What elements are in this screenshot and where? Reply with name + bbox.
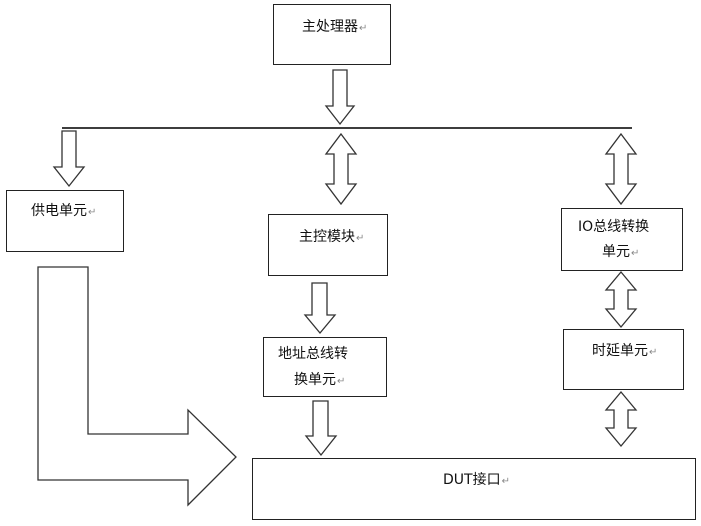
paragraph-mark: ↵ — [88, 207, 97, 218]
paragraph-mark: ↵ — [501, 476, 510, 487]
dut-interface-label: DUT接口 — [443, 472, 501, 488]
arrow-bus-to-power-unit — [52, 130, 86, 188]
main-processor-label: 主处理器 — [302, 19, 358, 35]
main-control-box: 主控模块↵ — [268, 214, 388, 276]
main-control-label: 主控模块 — [299, 229, 355, 245]
io-bus-unit-label-line2: 单元 — [602, 244, 630, 260]
arrow-power-to-dut — [37, 266, 237, 507]
address-bus-unit-label-line2: 换单元 — [294, 372, 336, 388]
paragraph-mark: ↵ — [649, 347, 658, 358]
arrow-address-to-dut — [304, 400, 338, 457]
address-bus-unit-label-line1: 地址总线转 — [278, 346, 348, 362]
address-bus-unit-box: 地址总线转 换单元↵ — [263, 337, 387, 397]
paragraph-mark: ↵ — [356, 233, 365, 244]
arrow-io-bus-delay-unit — [604, 270, 638, 329]
dut-interface-box: DUT接口↵ — [252, 458, 696, 520]
main-processor-box: 主处理器↵ — [273, 4, 391, 65]
io-bus-unit-box: IO总线转换 单元↵ — [561, 208, 683, 271]
paragraph-mark: ↵ — [631, 248, 640, 259]
paragraph-mark: ↵ — [359, 23, 368, 34]
arrow-delay-unit-dut — [604, 390, 638, 448]
delay-unit-label: 时延单元 — [592, 343, 648, 359]
arrow-bus-main-control — [324, 132, 358, 206]
arrow-bus-io-bus-unit — [604, 132, 638, 206]
paragraph-mark: ↵ — [337, 376, 346, 387]
arrow-processor-to-bus — [324, 69, 356, 126]
delay-unit-box: 时延单元↵ — [563, 329, 684, 390]
arrow-main-control-to-address — [303, 282, 337, 335]
power-unit-box: 供电单元↵ — [6, 190, 124, 252]
power-unit-label: 供电单元 — [31, 203, 87, 219]
io-bus-unit-label-line1: IO总线转换 — [578, 219, 650, 235]
